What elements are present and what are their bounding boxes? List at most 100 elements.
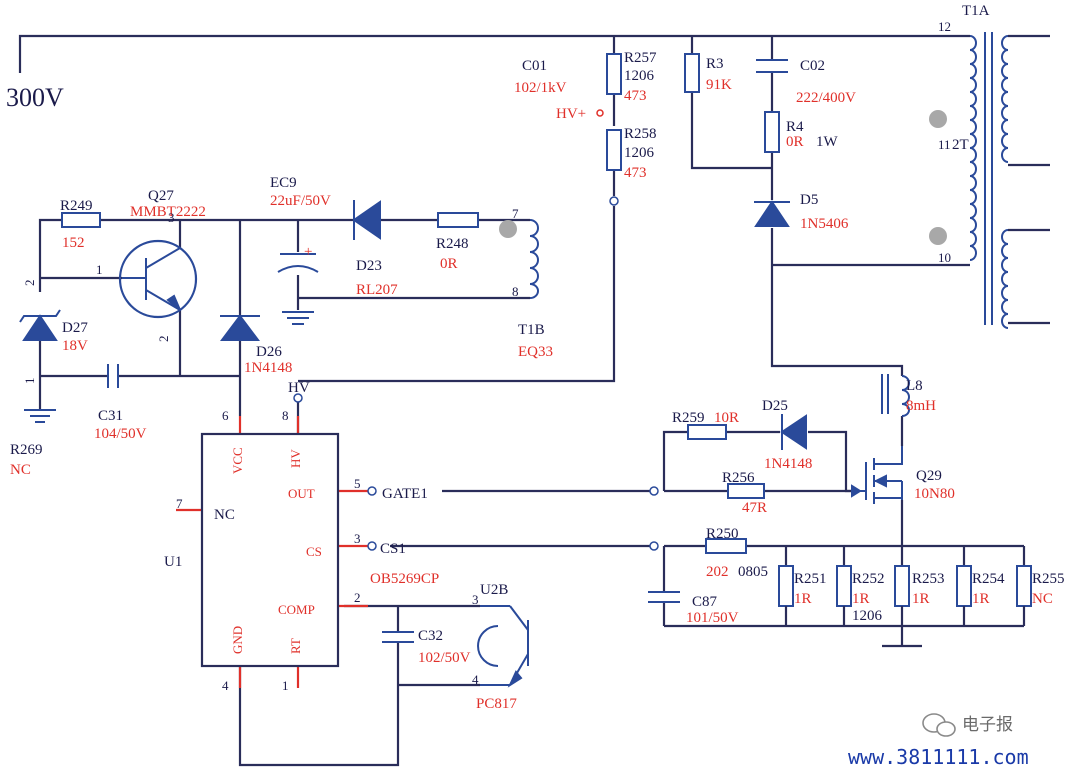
r4-resistor bbox=[764, 111, 780, 153]
ec9-ref: EC9 bbox=[270, 175, 297, 191]
watermark: 电子报 www.3811111.com bbox=[848, 713, 1029, 769]
u1-pin-nc: NC bbox=[214, 507, 235, 523]
t1a-ref: T1A bbox=[962, 3, 990, 19]
u2b-ref: U2B bbox=[480, 582, 508, 598]
u1-controller-ic bbox=[200, 432, 340, 668]
d25-diode bbox=[780, 414, 807, 450]
d23-value: RL207 bbox=[356, 282, 398, 298]
supply-label: 300V bbox=[6, 83, 64, 112]
t1a-pin-12: 12 bbox=[938, 19, 951, 34]
r254-value: 1R bbox=[972, 591, 990, 607]
u2b-value: PC817 bbox=[476, 696, 517, 712]
gate1-label: GATE1 bbox=[382, 486, 428, 502]
d25-value: 1N4148 bbox=[764, 456, 812, 472]
cs1-label: CS1 bbox=[380, 541, 406, 557]
cs1-terminal bbox=[367, 541, 377, 551]
r248-resistor bbox=[437, 212, 479, 228]
u1-pin-vcc: VCC bbox=[230, 447, 245, 474]
c31-value: 104/50V bbox=[94, 426, 147, 442]
r269-ground bbox=[24, 409, 56, 423]
q27-transistor bbox=[118, 239, 198, 319]
t1b-winding bbox=[529, 219, 539, 299]
q27-pin-3: 3 bbox=[168, 210, 175, 225]
r251-ref: R251 bbox=[794, 571, 827, 587]
d26-diode bbox=[220, 314, 260, 341]
r251-value: 1R bbox=[794, 591, 812, 607]
r257-resistor bbox=[606, 53, 622, 95]
r252-value: 1R bbox=[852, 591, 870, 607]
c01-ref: C01 bbox=[522, 58, 547, 74]
d5-ref: D5 bbox=[800, 192, 818, 208]
r4-ref: R4 bbox=[786, 119, 804, 135]
u1-pin-8-num: 8 bbox=[282, 408, 289, 423]
u1-part: OB5269CP bbox=[370, 571, 439, 587]
t1a-dot-bottom bbox=[929, 227, 947, 245]
t1b-pin-7: 7 bbox=[512, 206, 519, 221]
t1a-pin-10: 10 bbox=[938, 250, 951, 265]
r248-value: 0R bbox=[440, 256, 458, 272]
u1-pin-4-num: 4 bbox=[222, 678, 229, 693]
d23-diode bbox=[352, 200, 381, 240]
r258-size: 1206 bbox=[624, 145, 655, 161]
r258-resistor bbox=[606, 129, 622, 171]
r252-size: 1206 bbox=[852, 608, 883, 624]
q29-ref: Q29 bbox=[916, 468, 942, 484]
r256-ref: R256 bbox=[722, 470, 755, 486]
r252-ref: R252 bbox=[852, 571, 885, 587]
hv-plus-label: HV+ bbox=[556, 106, 586, 122]
ec9-polarity: + bbox=[304, 244, 312, 260]
u1-pin-7-num: 7 bbox=[176, 496, 183, 511]
hv-plus-terminal bbox=[596, 109, 604, 117]
r259-ref: R259 bbox=[672, 410, 705, 426]
ec9-value: 22uF/50V bbox=[270, 193, 331, 209]
c02-value: 222/400V bbox=[796, 90, 856, 106]
q29-value: 10N80 bbox=[914, 486, 955, 502]
gate1-terminal bbox=[367, 486, 377, 496]
r3-resistor bbox=[684, 53, 700, 93]
q27-pin-2: 2 bbox=[156, 336, 171, 343]
r253-ref: R253 bbox=[912, 571, 945, 587]
d26-ref: D26 bbox=[256, 344, 282, 360]
r249-ref: R249 bbox=[60, 198, 93, 214]
d27-ref: D27 bbox=[62, 320, 88, 336]
r249-resistor bbox=[61, 212, 101, 228]
r3-ref: R3 bbox=[706, 56, 724, 72]
watermark-url: www.3811111.com bbox=[848, 745, 1029, 769]
r257-size: 1206 bbox=[624, 68, 655, 84]
l8-value: 8mH bbox=[906, 398, 936, 414]
d27-value: 18V bbox=[62, 338, 88, 354]
watermark-brand: 电子报 bbox=[962, 715, 1013, 735]
d27-pin-top: 2 bbox=[22, 280, 37, 287]
u1-pin-6-num: 6 bbox=[222, 408, 229, 423]
r248-ref: R248 bbox=[436, 236, 469, 252]
u1-pin-cs: CS bbox=[306, 544, 322, 559]
d27-pin-bottom: 1 bbox=[22, 378, 37, 385]
hv-label: HV bbox=[288, 380, 310, 396]
sense-resistor-bank bbox=[778, 546, 1032, 626]
t1a-pin-11: 11 bbox=[938, 137, 951, 152]
ec9-ground bbox=[282, 311, 314, 325]
q27-pin-1: 1 bbox=[96, 262, 103, 277]
u2b-pin-3: 3 bbox=[472, 592, 479, 607]
t1b-value: EQ33 bbox=[518, 344, 553, 360]
r258-node bbox=[609, 196, 619, 206]
r255-ref: R255 bbox=[1032, 571, 1065, 587]
c32-ref: C32 bbox=[418, 628, 443, 644]
r258-ref: R258 bbox=[624, 126, 657, 142]
u1-pin-1-num: 1 bbox=[282, 678, 289, 693]
r250-value: 202 bbox=[706, 564, 729, 580]
r255-value: NC bbox=[1032, 591, 1053, 607]
d23-ref: D23 bbox=[356, 258, 382, 274]
c87-ref: C87 bbox=[692, 594, 718, 610]
r269-ref: R269 bbox=[10, 442, 43, 458]
u1-pin-hv: HV bbox=[288, 449, 303, 468]
u1-ref: U1 bbox=[164, 554, 182, 570]
u1-pin-5-num: 5 bbox=[354, 476, 361, 491]
r257-ref: R257 bbox=[624, 50, 657, 66]
r4-value: 0R bbox=[786, 134, 804, 150]
r259-resistor bbox=[687, 424, 727, 440]
u2b-pin-4: 4 bbox=[472, 672, 479, 687]
q27-value: MMBT2222 bbox=[130, 204, 206, 220]
c32-value: 102/50V bbox=[418, 650, 471, 666]
